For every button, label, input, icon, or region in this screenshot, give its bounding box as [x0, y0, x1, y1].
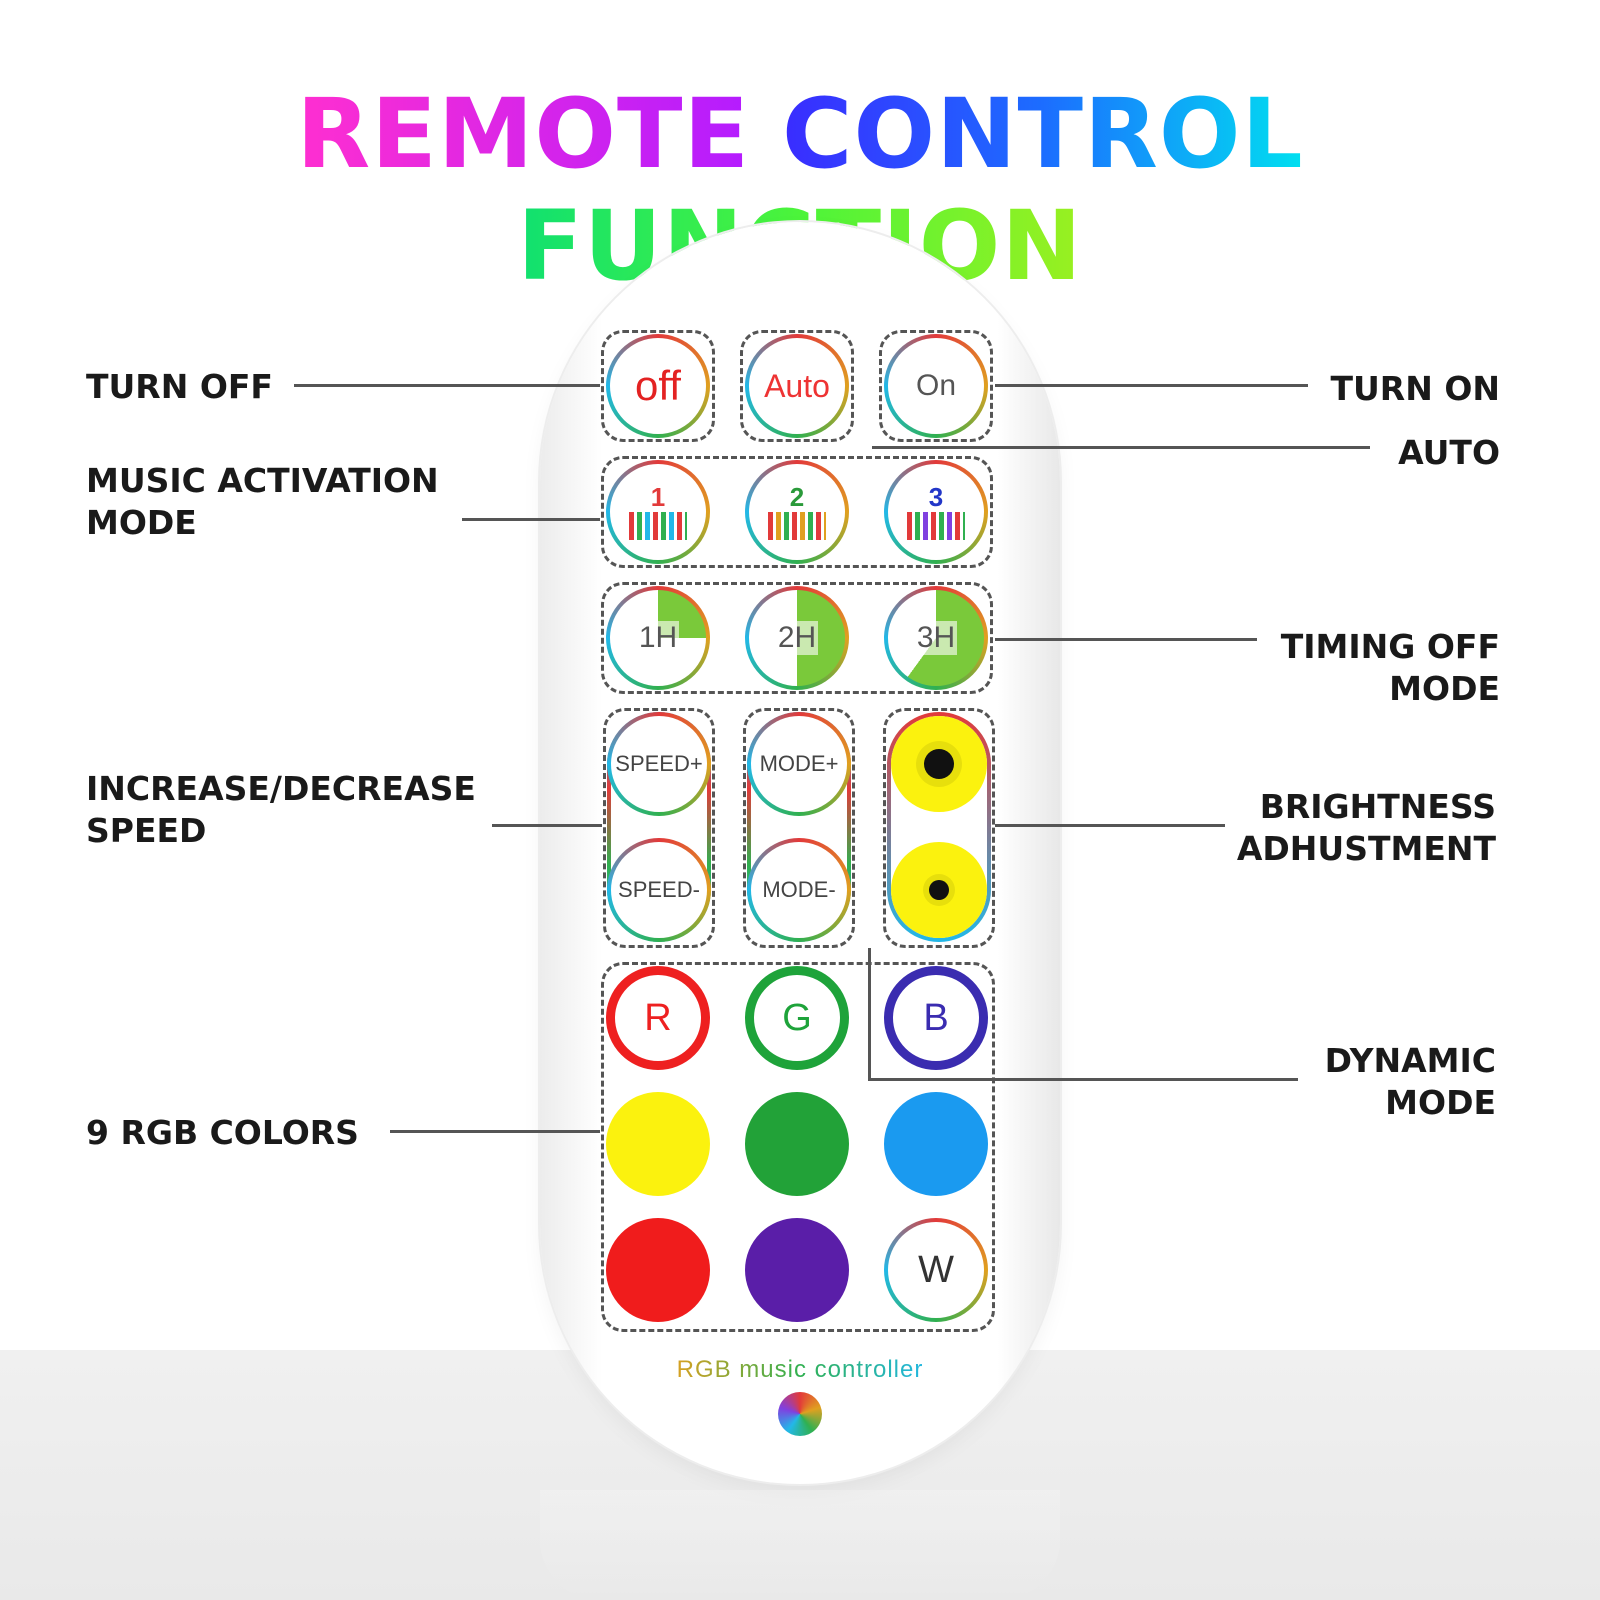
connector-dynamic-vertical — [868, 948, 871, 1080]
label-turn-off: TURN OFF — [86, 367, 273, 406]
music-mode-number: 1 — [650, 482, 666, 512]
music-group-box — [601, 456, 993, 568]
off-button[interactable]: off — [606, 334, 710, 438]
title-word-remote: REMOTE — [296, 78, 751, 190]
white-button[interactable]: W — [884, 1218, 988, 1322]
solid-red-button[interactable] — [606, 1218, 710, 1322]
brightness-down-button[interactable] — [891, 842, 987, 938]
connector-speed — [492, 824, 602, 827]
on-button[interactable]: On — [884, 334, 988, 438]
timer-1h-button[interactable]: 1H — [606, 586, 710, 690]
music-mode-number: 3 — [928, 482, 944, 512]
mode-minus-button[interactable]: MODE- — [747, 838, 851, 942]
connector-turn-on — [995, 384, 1308, 387]
auto-button[interactable]: Auto — [745, 334, 849, 438]
auto-group-box — [740, 330, 854, 442]
speed-minus-button[interactable]: SPEED- — [607, 838, 711, 942]
mode-group-box — [743, 708, 855, 948]
speed-plus-button[interactable]: SPEED+ — [607, 712, 711, 816]
brightness-up-button[interactable] — [891, 716, 987, 812]
mode-plus-button[interactable]: MODE+ — [747, 712, 851, 816]
equalizer-icon — [768, 512, 826, 540]
speed-group-box — [603, 708, 715, 948]
connector-dynamic — [868, 1078, 1298, 1081]
purple-button[interactable] — [745, 1218, 849, 1322]
connector-music — [462, 518, 600, 521]
title-word-control: CONTROL — [782, 78, 1304, 190]
sky-blue-button[interactable] — [884, 1092, 988, 1196]
label-brightness: BRIGHTNESS ADHUSTMENT — [1236, 787, 1496, 868]
equalizer-icon — [907, 512, 965, 540]
mid-green-button[interactable] — [745, 1092, 849, 1196]
connector-turn-off — [294, 384, 600, 387]
music-mode-2-button[interactable]: 2 — [745, 460, 849, 564]
brand-logo-icon — [778, 1392, 822, 1436]
timer-2h-button[interactable]: 2H — [745, 586, 849, 690]
timer-label: 2H — [775, 621, 819, 655]
brand-text: RGB music controller — [540, 1356, 1060, 1384]
color-group-box — [601, 962, 995, 1332]
timer-3h-button[interactable]: 3H — [884, 586, 988, 690]
brightness-group-box — [883, 708, 995, 948]
label-speed: INCREASE/DECREASE SPEED — [86, 769, 476, 850]
label-music-mode: MUSIC ACTIVATION MODE — [86, 461, 439, 542]
label-dynamic: DYNAMIC MODE — [1324, 1041, 1496, 1122]
connector-rgb — [390, 1130, 600, 1133]
on-group-box — [879, 330, 993, 442]
label-auto: AUTO — [1398, 433, 1500, 472]
blue-button[interactable]: B — [884, 966, 988, 1070]
label-rgb: 9 RGB COLORS — [86, 1113, 359, 1152]
connector-auto — [872, 446, 1370, 449]
sun-small-icon — [929, 880, 949, 900]
timer-label: 1H — [636, 621, 680, 655]
red-button[interactable]: R — [606, 966, 710, 1070]
timer-group-box — [601, 582, 993, 694]
music-mode-1-button[interactable]: 1 — [606, 460, 710, 564]
sun-large-icon — [924, 749, 954, 779]
yellow-button[interactable] — [606, 1092, 710, 1196]
music-mode-number: 2 — [789, 482, 805, 512]
timer-label: 3H — [914, 621, 958, 655]
connector-timing — [995, 638, 1257, 641]
label-turn-on: TURN ON — [1330, 369, 1501, 408]
page-title: REMOTECONTROLFUNCTION — [0, 78, 1600, 302]
connector-brightness — [995, 824, 1225, 827]
music-mode-3-button[interactable]: 3 — [884, 460, 988, 564]
remote-reflection — [540, 1490, 1060, 1600]
equalizer-icon — [629, 512, 687, 540]
off-group-box — [601, 330, 715, 442]
green-button[interactable]: G — [745, 966, 849, 1070]
label-timing-off: TIMING OFF MODE — [1280, 627, 1500, 708]
